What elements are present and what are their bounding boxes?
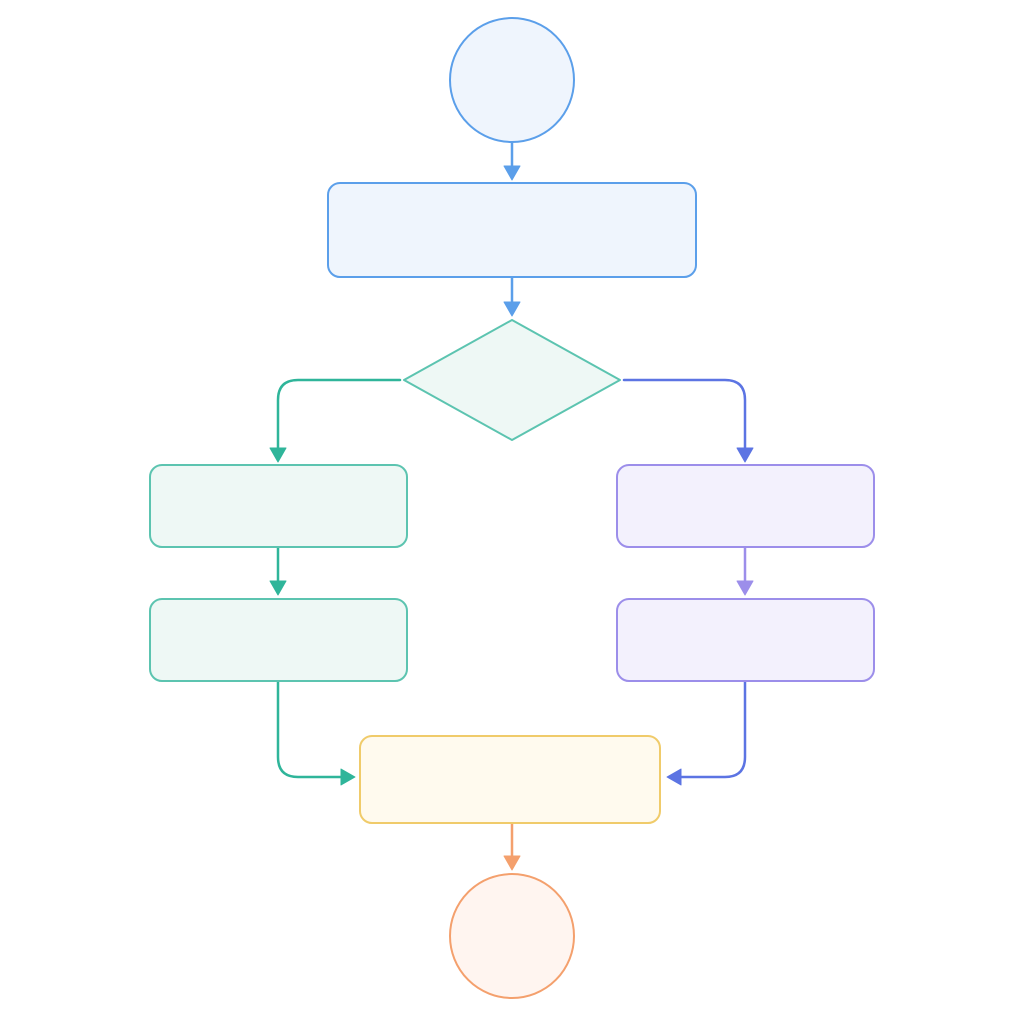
edge-start-to-process-1: [503, 140, 521, 181]
connector-line: [678, 679, 747, 779]
connector-line: [276, 679, 344, 779]
edge-left-step-1-to-left-step-2: [269, 545, 287, 596]
edge-left-step-2-to-merge: [276, 679, 356, 786]
start-shape: [449, 17, 575, 143]
end-shape: [449, 873, 575, 999]
edges-layer: [269, 140, 754, 871]
node-right-step-2: [616, 598, 875, 682]
process-1-shape: [327, 182, 697, 278]
arrowhead-icon: [666, 768, 682, 786]
arrowhead-icon: [503, 855, 521, 871]
edge-right-step-2-to-merge: [666, 679, 747, 786]
node-decision: [403, 319, 621, 441]
node-right-step-1: [616, 464, 875, 548]
node-process-1: [327, 182, 697, 278]
edge-right-step-1-to-right-step-2: [736, 545, 754, 596]
edge-decision-to-left-step-1: [269, 378, 402, 463]
decision-shape: [403, 319, 621, 441]
right-step-1-shape: [616, 464, 875, 548]
node-left-step-2: [149, 598, 408, 682]
edge-process-1-to-decision: [503, 275, 521, 317]
node-left-step-1: [149, 464, 408, 548]
left-step-2-shape: [149, 598, 408, 682]
arrowhead-icon: [269, 447, 287, 463]
node-start: [449, 17, 575, 143]
connector-line: [622, 378, 747, 452]
connector-line: [276, 378, 402, 452]
edge-merge-to-end: [503, 821, 521, 871]
arrowhead-icon: [340, 768, 356, 786]
right-step-2-shape: [616, 598, 875, 682]
node-end: [449, 873, 575, 999]
arrowhead-icon: [503, 165, 521, 181]
arrowhead-icon: [269, 580, 287, 596]
arrowhead-icon: [736, 580, 754, 596]
edge-decision-to-right-step-1: [622, 378, 754, 463]
node-merge: [359, 735, 661, 824]
left-step-1-shape: [149, 464, 408, 548]
nodes-layer: [149, 17, 875, 999]
merge-shape: [359, 735, 661, 824]
arrowhead-icon: [736, 447, 754, 463]
arrowhead-icon: [503, 301, 521, 317]
